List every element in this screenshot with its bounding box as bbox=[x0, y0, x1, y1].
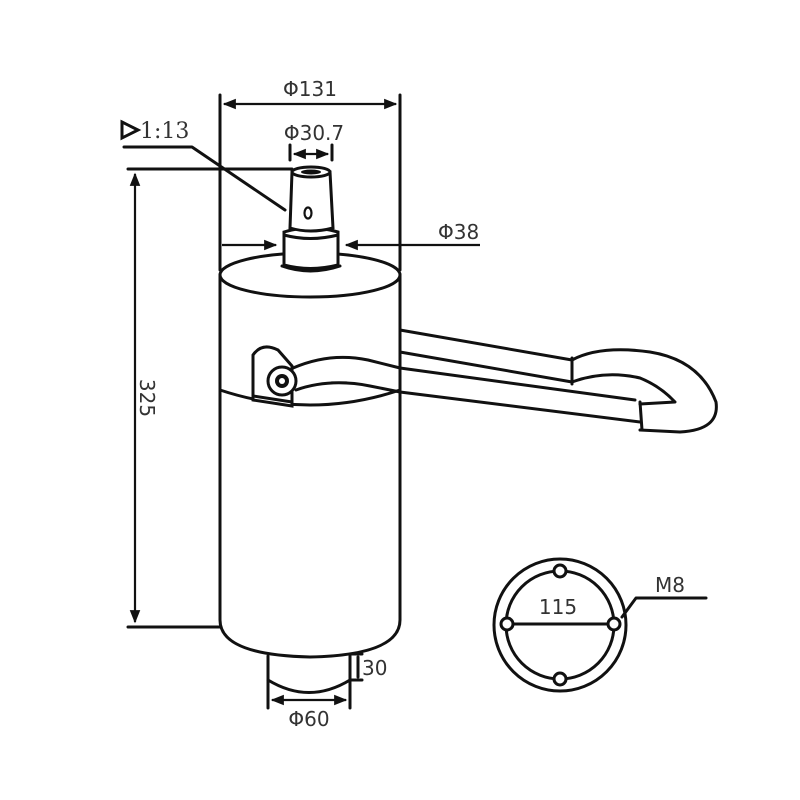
lever-arm bbox=[251, 328, 718, 434]
piston-rod bbox=[280, 165, 342, 273]
dim-outer-diameter: Φ131 bbox=[218, 77, 402, 272]
rod-hole bbox=[303, 206, 313, 220]
bolt-hole bbox=[552, 671, 568, 687]
label-top-diameter: Φ30.7 bbox=[284, 121, 344, 145]
label-height: 325 bbox=[135, 379, 159, 417]
label-taper: 1:13 bbox=[140, 119, 189, 144]
label-bottom-height: 30 bbox=[362, 656, 387, 680]
taper-triangle-icon bbox=[120, 119, 142, 141]
dim-shoulder-diameter: Φ38 bbox=[222, 220, 480, 251]
cylinder-body bbox=[218, 251, 402, 659]
bolt-hole bbox=[606, 616, 622, 632]
label-outer-diameter: Φ131 bbox=[283, 77, 337, 101]
bolt-circle-view: 115 M8 bbox=[492, 557, 708, 693]
bolt-hole bbox=[499, 616, 515, 632]
dim-taper: 1:13 bbox=[120, 119, 287, 212]
dim-top-diameter: Φ30.7 bbox=[284, 121, 344, 162]
bottom-stub: Φ60 30 bbox=[266, 652, 387, 731]
dim-height: 325 bbox=[126, 167, 294, 629]
bolt-hole bbox=[552, 563, 568, 579]
label-shoulder-diameter: Φ38 bbox=[438, 220, 479, 244]
label-bolt-circle: 115 bbox=[539, 595, 577, 619]
label-thread: M8 bbox=[655, 573, 685, 597]
label-bottom-diameter: Φ60 bbox=[288, 707, 329, 731]
